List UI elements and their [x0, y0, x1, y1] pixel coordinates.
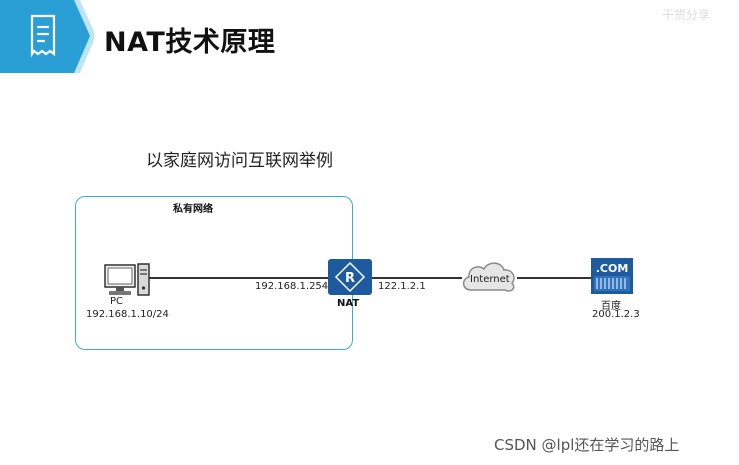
- cloud-icon: [459, 258, 519, 300]
- document-list-icon: [30, 14, 56, 58]
- pc-ip-address: 192.168.1.10/24: [86, 309, 169, 320]
- router-name: NAT: [337, 298, 360, 309]
- link-pc-to-router: [146, 277, 328, 279]
- router-icon: R: [328, 259, 372, 299]
- server-icon: .COM: [591, 258, 633, 298]
- link-router-to-internet: [372, 277, 462, 279]
- internet-label: Internet: [470, 274, 510, 285]
- diagram-subtitle: 以家庭网访问互联网举例: [146, 151, 333, 171]
- footer-watermark: CSDN @lpl还在学习的路上: [494, 436, 680, 454]
- title-banner: [0, 0, 94, 73]
- link-internet-to-server: [517, 277, 591, 279]
- computer-icon: [103, 262, 153, 302]
- server-badge: .COM: [596, 262, 629, 275]
- server-ip-address: 200.1.2.3: [592, 309, 640, 320]
- top-watermark: 干货分享: [662, 8, 711, 22]
- private-network-label: 私有网络: [173, 204, 213, 215]
- pc-name: PC: [110, 296, 124, 307]
- svg-text:R: R: [345, 271, 355, 286]
- router-inside-ip: 192.168.1.254: [255, 281, 329, 292]
- page-title: NAT技术原理: [104, 27, 276, 58]
- server-name: 百度: [601, 301, 621, 312]
- router-outside-ip: 122.1.2.1: [378, 281, 426, 292]
